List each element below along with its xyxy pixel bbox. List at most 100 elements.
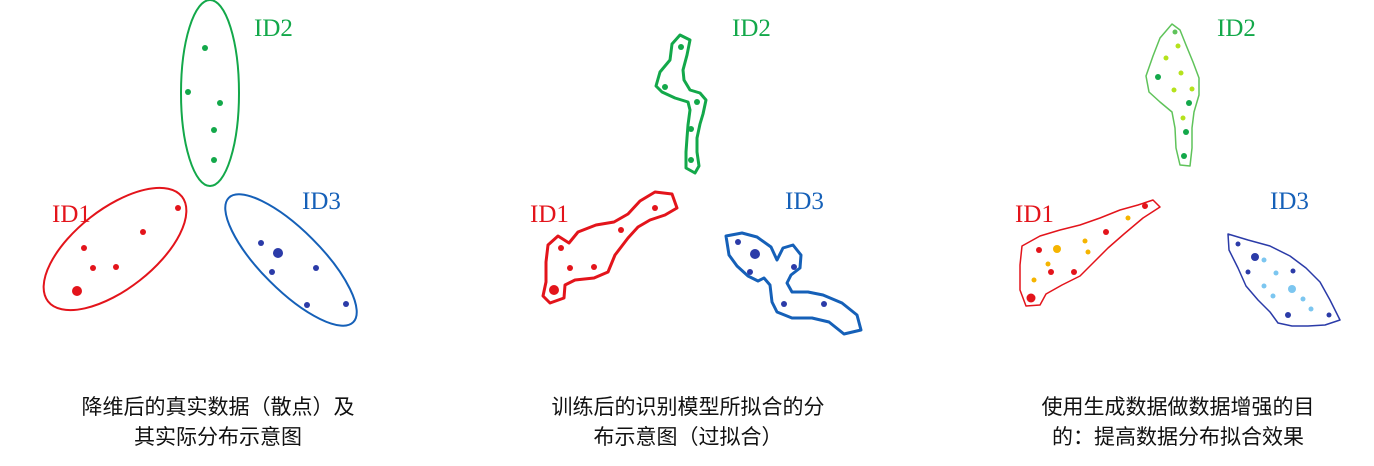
data-point: [1125, 215, 1131, 221]
data-point: [662, 84, 668, 90]
data-point: [1270, 293, 1276, 299]
data-point: [781, 301, 787, 307]
data-point: [1288, 285, 1296, 293]
data-point: [1235, 241, 1241, 247]
panel-1-real-distribution: ID2 ID1 ID3: [42, 0, 358, 327]
id1-distribution-ellipse: [42, 186, 188, 312]
data-point: [618, 227, 624, 233]
id3-overfit-boundary: [724, 231, 863, 336]
id3-data-points: [258, 240, 349, 308]
caption-line: 使用生成数据做数据增强的目: [1041, 395, 1315, 419]
panel-3-caption: 使用生成数据做数据增强的目 的：提高数据分布拟合效果: [980, 392, 1374, 452]
data-point: [1245, 269, 1251, 275]
data-point: [1071, 269, 1077, 275]
data-point: [821, 301, 827, 307]
data-point: [1103, 229, 1109, 235]
data-point: [343, 301, 349, 307]
data-point: [90, 265, 96, 271]
caption-line: 降维后的真实数据（散点）及: [81, 395, 355, 419]
data-point: [1163, 55, 1169, 61]
data-point: [1189, 86, 1195, 92]
data-point: [558, 245, 564, 251]
data-point: [140, 229, 146, 235]
data-point: [1036, 247, 1042, 253]
data-point: [1183, 129, 1189, 135]
id3-augmented-boundary: [1227, 233, 1341, 327]
id3-data-points: [735, 239, 827, 307]
id1-label: ID1: [1015, 201, 1054, 228]
data-point: [750, 249, 760, 259]
id1-augmented-boundary: [1019, 199, 1161, 307]
panel-1-caption: 降维后的真实数据（散点）及 其实际分布示意图: [20, 392, 416, 452]
data-point: [1171, 87, 1177, 93]
data-point: [549, 285, 559, 295]
data-point: [1178, 70, 1184, 76]
caption-line: 布示意图（过拟合）: [593, 425, 783, 449]
data-point: [688, 126, 694, 132]
id2-data-points: [185, 45, 223, 163]
id3-label: ID3: [1270, 188, 1309, 215]
data-point: [1273, 270, 1279, 276]
data-point: [567, 265, 573, 271]
data-point: [1082, 238, 1088, 244]
id2-data-points: [1155, 29, 1195, 159]
id1-overfit-boundary: [541, 190, 679, 305]
id2-augmented-boundary: [1145, 23, 1200, 167]
data-point: [694, 99, 700, 105]
data-point: [1181, 153, 1187, 159]
id2-label: ID2: [254, 15, 293, 42]
id3-label: ID3: [302, 188, 341, 215]
data-point: [678, 44, 684, 50]
data-point: [791, 264, 797, 270]
data-point: [1300, 296, 1306, 302]
caption-line: 其实际分布示意图: [134, 425, 302, 449]
data-point: [735, 239, 741, 245]
panel-3-augmented: ID2 ID1 ID3: [1015, 15, 1341, 327]
caption-line: 训练后的识别模型所拟合的分: [551, 395, 825, 419]
data-point: [1172, 29, 1178, 35]
data-point: [1155, 74, 1161, 80]
data-point: [211, 127, 217, 133]
id1-data-points: [549, 205, 658, 295]
id2-data-points: [662, 44, 700, 163]
data-point: [1142, 203, 1148, 209]
data-point: [1045, 261, 1051, 267]
id1-data-points: [1026, 203, 1148, 303]
data-point: [273, 248, 283, 258]
data-point: [113, 264, 119, 270]
data-point: [1251, 253, 1259, 261]
id1-label: ID1: [52, 201, 91, 228]
id2-distribution-ellipse: [180, 0, 240, 187]
id3-distribution-ellipse: [224, 193, 358, 327]
data-point: [313, 265, 319, 271]
data-point: [304, 302, 310, 308]
id2-overfit-boundary: [654, 33, 708, 175]
data-point: [211, 157, 217, 163]
data-point: [175, 205, 181, 211]
id1-label: ID1: [530, 201, 569, 228]
id3-data-points: [1235, 241, 1332, 318]
id1-data-points: [72, 205, 181, 296]
data-point: [1261, 257, 1267, 263]
data-point: [1085, 249, 1091, 255]
data-point: [1180, 115, 1186, 121]
id2-label: ID2: [1217, 15, 1256, 42]
data-point: [1285, 312, 1291, 318]
id3-label: ID3: [785, 188, 824, 215]
data-point: [81, 245, 87, 251]
data-point: [1031, 277, 1037, 283]
data-point: [1290, 268, 1296, 274]
data-point: [1261, 283, 1267, 289]
data-point: [591, 264, 597, 270]
data-point: [1326, 312, 1332, 318]
data-point: [185, 89, 191, 95]
data-point: [202, 45, 208, 51]
data-point: [1175, 43, 1181, 49]
data-point: [652, 205, 658, 211]
data-point: [1186, 100, 1192, 106]
data-point: [1048, 269, 1054, 275]
caption-line: 的：提高数据分布拟合效果: [1052, 425, 1304, 449]
panel-2-caption: 训练后的识别模型所拟合的分 布示意图（过拟合）: [490, 392, 886, 452]
data-point: [1308, 306, 1314, 312]
data-point: [72, 286, 82, 296]
